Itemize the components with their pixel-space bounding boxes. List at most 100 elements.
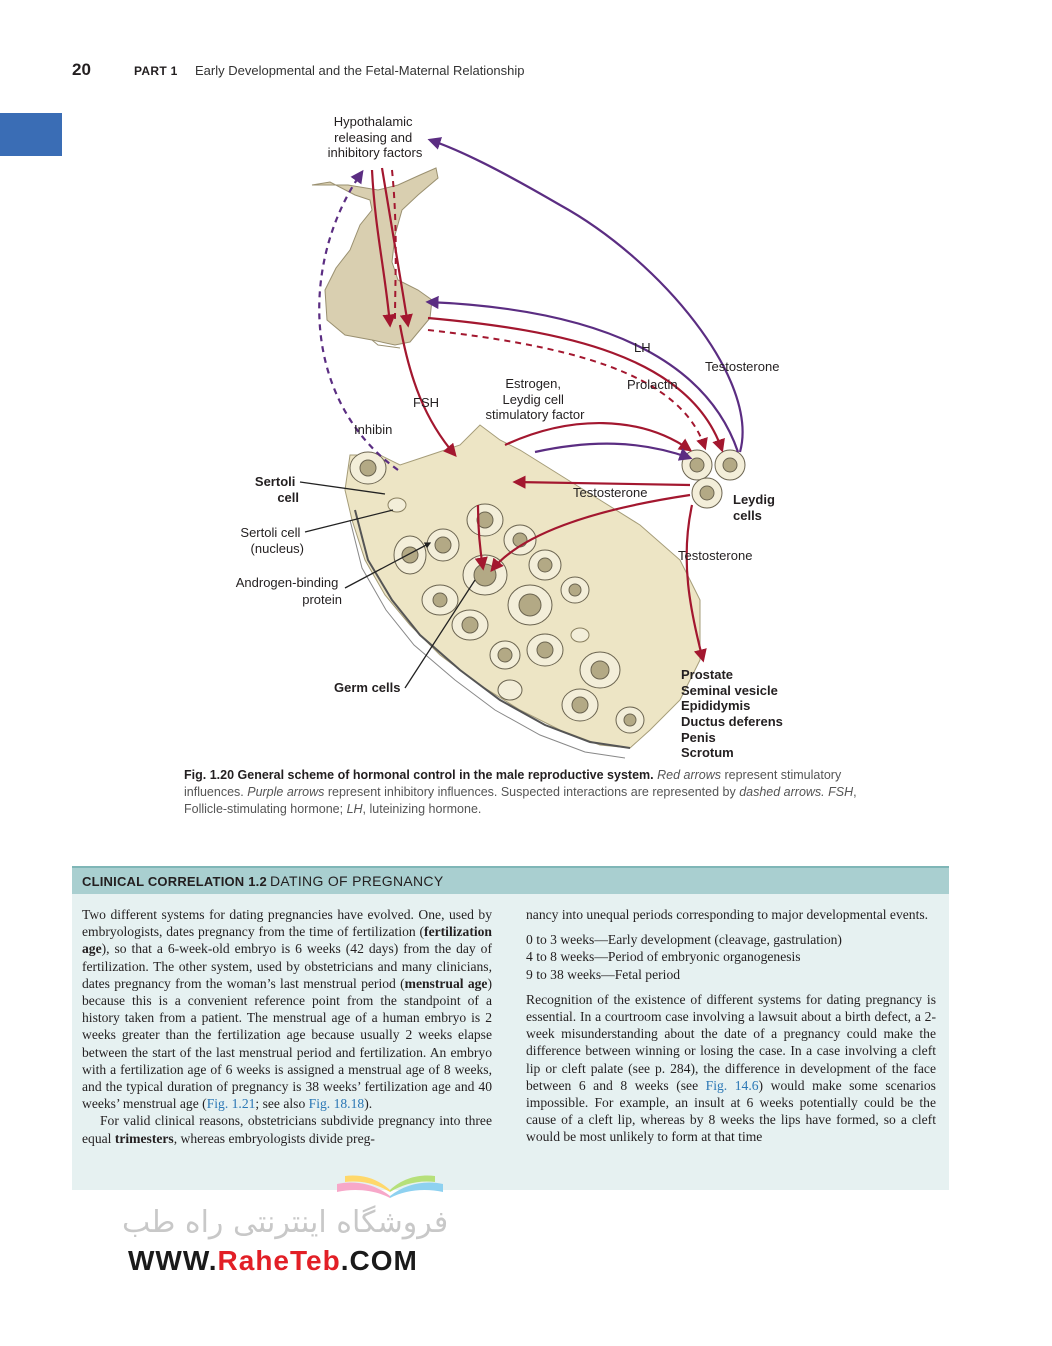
link-fig-14-6[interactable]: Fig. 14.6 xyxy=(705,1077,759,1093)
nucleus xyxy=(461,616,479,634)
nucleus xyxy=(473,563,497,587)
text-run: ) because this is a convenient reference… xyxy=(82,975,492,1112)
label-lh: LH xyxy=(634,340,651,355)
link-fig-18-18[interactable]: Fig. 18.18 xyxy=(308,1096,365,1112)
text-run: Two different systems for dating pregnan… xyxy=(82,907,492,940)
nucleus xyxy=(359,459,377,477)
period-list-item: 4 to 8 weeks—Period of embryonic organog… xyxy=(526,949,801,965)
caption-text-4: , luteinizing hormone. xyxy=(362,802,482,816)
arrow-hypothalamic-to-pituitary-1 xyxy=(370,169,396,328)
arrow-testosterone-to-targets xyxy=(685,504,707,663)
sertoli-nucleus xyxy=(387,497,407,513)
part-label: PART 1 xyxy=(134,64,178,78)
label-testosterone-low: Testosterone xyxy=(678,548,752,563)
paragraph-1: Two different systems for dating pregnan… xyxy=(82,906,492,1112)
label-testosterone-top: Testosterone xyxy=(705,359,779,374)
pituitary-gland xyxy=(311,167,439,346)
inhibitory-arrows xyxy=(425,137,744,461)
period-list-item: 0 to 3 weeks—Early development (cleavage… xyxy=(526,932,842,948)
arrow-sertoli-to-germ xyxy=(474,504,488,571)
leydig-nucleus xyxy=(722,457,738,473)
basement-membrane xyxy=(354,509,631,749)
nucleus xyxy=(432,592,448,608)
caption-title: General scheme of hormonal control in th… xyxy=(237,768,654,782)
leader-sertoli xyxy=(299,481,386,495)
label-hypothalamic: Hypothalamic releasing and inhibitory fa… xyxy=(328,114,423,160)
clinical-label: CLINICAL CORRELATION 1.2 xyxy=(82,874,267,889)
paragraph-2: For valid clinical reasons, obstetrician… xyxy=(82,1112,492,1146)
clinical-column-left: Two different systems for dating pregnan… xyxy=(82,906,492,1147)
text-run: ; see also xyxy=(255,1096,309,1112)
label-testosterone-mid: Testosterone xyxy=(573,485,647,500)
term-fertilization-age: fertilization age xyxy=(82,924,492,957)
url-prefix: WWW. xyxy=(128,1245,218,1276)
clinical-title: DATING OF PREGNANCY xyxy=(270,873,444,889)
caption-red-arrows: Red arrows xyxy=(657,768,722,782)
paragraph-3: nancy into unequal periods corresponding… xyxy=(526,907,929,922)
page-number: 20 xyxy=(72,60,91,79)
text-run: For valid clinical reasons, obstetrician… xyxy=(82,1113,492,1146)
arrow-hypothalamic-to-pituitary-dashed xyxy=(391,169,397,321)
nucleus xyxy=(568,583,582,597)
link-fig-1-21[interactable]: Fig. 1.21 xyxy=(206,1096,256,1112)
term-menstrual-age: menstrual age xyxy=(404,975,488,991)
label-inhibin: Inhibin xyxy=(354,422,392,437)
arrow-sertoli-to-leydig xyxy=(534,442,693,461)
clinical-header: CLINICAL CORRELATION 1.2 DATING OF PREGN… xyxy=(72,866,949,894)
clinical-correlation-box: CLINICAL CORRELATION 1.2 DATING OF PREGN… xyxy=(72,866,949,1190)
label-fsh: FSH xyxy=(413,395,439,410)
caption-text-1: represent stimulatory influences. xyxy=(184,768,842,799)
chapter-tab xyxy=(0,113,62,156)
arrow-testosterone-to-hypothalamus xyxy=(427,137,744,453)
text-run: , whereas embryologists divide preg- xyxy=(173,1130,375,1146)
arrow-inhibin xyxy=(318,169,399,471)
cell xyxy=(497,679,523,701)
label-sertoli-nucleus: Sertoli cell (nucleus) xyxy=(240,525,304,556)
nucleus xyxy=(518,593,542,617)
caption-label: Fig. 1.20 xyxy=(184,768,235,782)
figure-caption: Fig. 1.20 General scheme of hormonal con… xyxy=(184,767,864,818)
text-run: ) would make some scenarios impossible. … xyxy=(526,1077,936,1145)
caption-fsh: FSH xyxy=(824,785,854,799)
leydig-nucleus xyxy=(689,457,705,473)
clinical-column-right: nancy into unequal periods corresponding… xyxy=(526,906,936,1146)
label-leydig: Leydig cells xyxy=(733,492,779,523)
leader-sertoli-nucleus xyxy=(304,509,394,533)
label-estrogen: Estrogen, Leydig cell stimulatory factor xyxy=(486,376,586,422)
nucleus xyxy=(497,647,513,663)
sertoli-nucleus-2 xyxy=(570,627,590,643)
url-suffix: .COM xyxy=(340,1245,418,1276)
nucleus xyxy=(476,511,494,529)
term-trimesters: trimesters xyxy=(114,1130,174,1146)
caption-text-3: , Follicle-stimulating hormone; xyxy=(184,785,857,816)
leydig-nucleus xyxy=(699,485,715,501)
arrow-testosterone-to-pituitary xyxy=(425,295,740,453)
nucleus xyxy=(434,536,452,554)
nucleus xyxy=(623,713,637,727)
hormonal-control-figure: Hypothalamic releasing and inhibitory fa… xyxy=(236,114,787,760)
nucleus xyxy=(590,660,610,680)
nucleus xyxy=(571,696,589,714)
text-run: ), so that a 6-week-old embryo is 6 week… xyxy=(82,941,492,991)
watermark-persian: فروشگاه اینترنتی راه طب xyxy=(122,1205,449,1240)
caption-text-2: represent inhibitory influences. Suspect… xyxy=(324,785,740,799)
label-targets: Prostate Seminal vesicle Epididymis Duct… xyxy=(681,667,787,760)
leader-lines xyxy=(299,481,476,689)
watermark-book-icon xyxy=(337,1175,443,1198)
caption-dashed-arrows: dashed arrows. xyxy=(739,785,825,799)
watermark-url: WWW.RaheTeb.COM xyxy=(128,1245,418,1277)
leader-abp xyxy=(344,542,432,589)
basement-membrane-outer xyxy=(349,519,626,759)
label-sertoli: Sertoli cell xyxy=(255,474,299,505)
label-abp: Androgen-binding protein xyxy=(236,575,342,607)
text-run: Recognition of the existence of differen… xyxy=(526,991,936,1093)
url-brand: RaheTeb xyxy=(217,1245,341,1276)
caption-purple-arrows: Purple arrows xyxy=(247,785,325,799)
nucleus xyxy=(536,641,554,659)
label-prolactin: Prolactin xyxy=(627,377,678,392)
nucleus xyxy=(537,557,553,573)
arrow-testosterone-to-germ xyxy=(490,493,691,573)
nucleus xyxy=(401,546,419,564)
stimulatory-arrows xyxy=(370,167,725,663)
text-run: ). xyxy=(364,1096,373,1112)
